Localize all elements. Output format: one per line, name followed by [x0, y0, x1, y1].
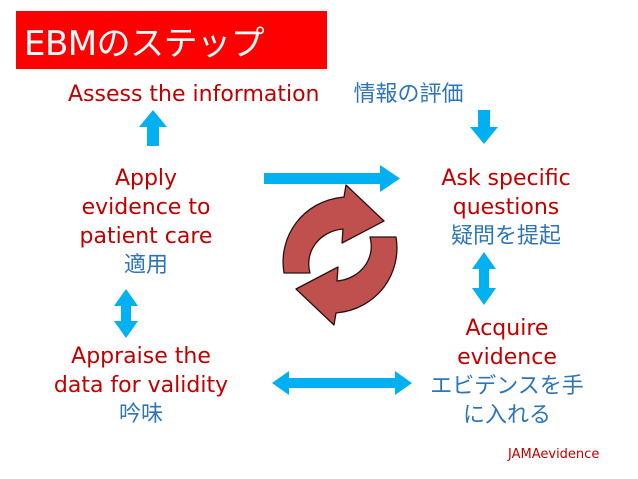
arrow-down-icon: [470, 110, 498, 144]
step-appraise: Appraise the data for validity 吟味: [27, 342, 255, 429]
title-banner: EBMのステップ: [16, 11, 327, 69]
double-arrow-vertical-icon: [114, 289, 138, 338]
step-assess: Assess the information 情報の評価: [68, 80, 464, 109]
step-acquire-en-line1: Acquire: [465, 316, 549, 341]
step-acquire-ja-line1: エビデンスを手: [430, 374, 584, 399]
credit-text: JAMAevidence: [508, 447, 600, 462]
step-ask-ja: 疑問を提起: [450, 224, 561, 249]
step-assess-ja: 情報の評価: [353, 82, 464, 107]
double-arrow-vertical-icon: [472, 252, 496, 305]
step-acquire-en-line2: evidence: [457, 345, 557, 370]
step-appraise-ja: 吟味: [118, 402, 163, 427]
step-apply-en-line3: patient care: [79, 224, 213, 249]
step-apply: Apply evidence to patient care 適用: [50, 164, 242, 280]
step-assess-en: Assess the information: [68, 82, 320, 107]
step-apply-en-line1: Apply: [114, 166, 178, 191]
arrow-right-icon: [264, 165, 400, 192]
step-apply-en-line2: evidence to: [81, 195, 211, 220]
step-ask: Ask specific questions 疑問を提起: [418, 164, 594, 251]
page-title: EBMのステップ: [24, 23, 265, 64]
step-ask-en-line1: Ask specific: [441, 166, 571, 191]
arrow-up-icon: [139, 110, 167, 146]
step-acquire: Acquire evidence エビデンスを手 に入れる: [412, 314, 602, 430]
step-appraise-en-line2: data for validity: [53, 373, 229, 398]
double-arrow-horizontal-icon: [272, 371, 412, 395]
cycle-arrows-icon: [282, 184, 398, 326]
step-acquire-ja-line2: に入れる: [462, 403, 551, 428]
step-appraise-en-line1: Appraise the: [71, 344, 211, 369]
step-apply-ja: 適用: [123, 253, 168, 278]
step-ask-en-line2: questions: [452, 195, 560, 220]
